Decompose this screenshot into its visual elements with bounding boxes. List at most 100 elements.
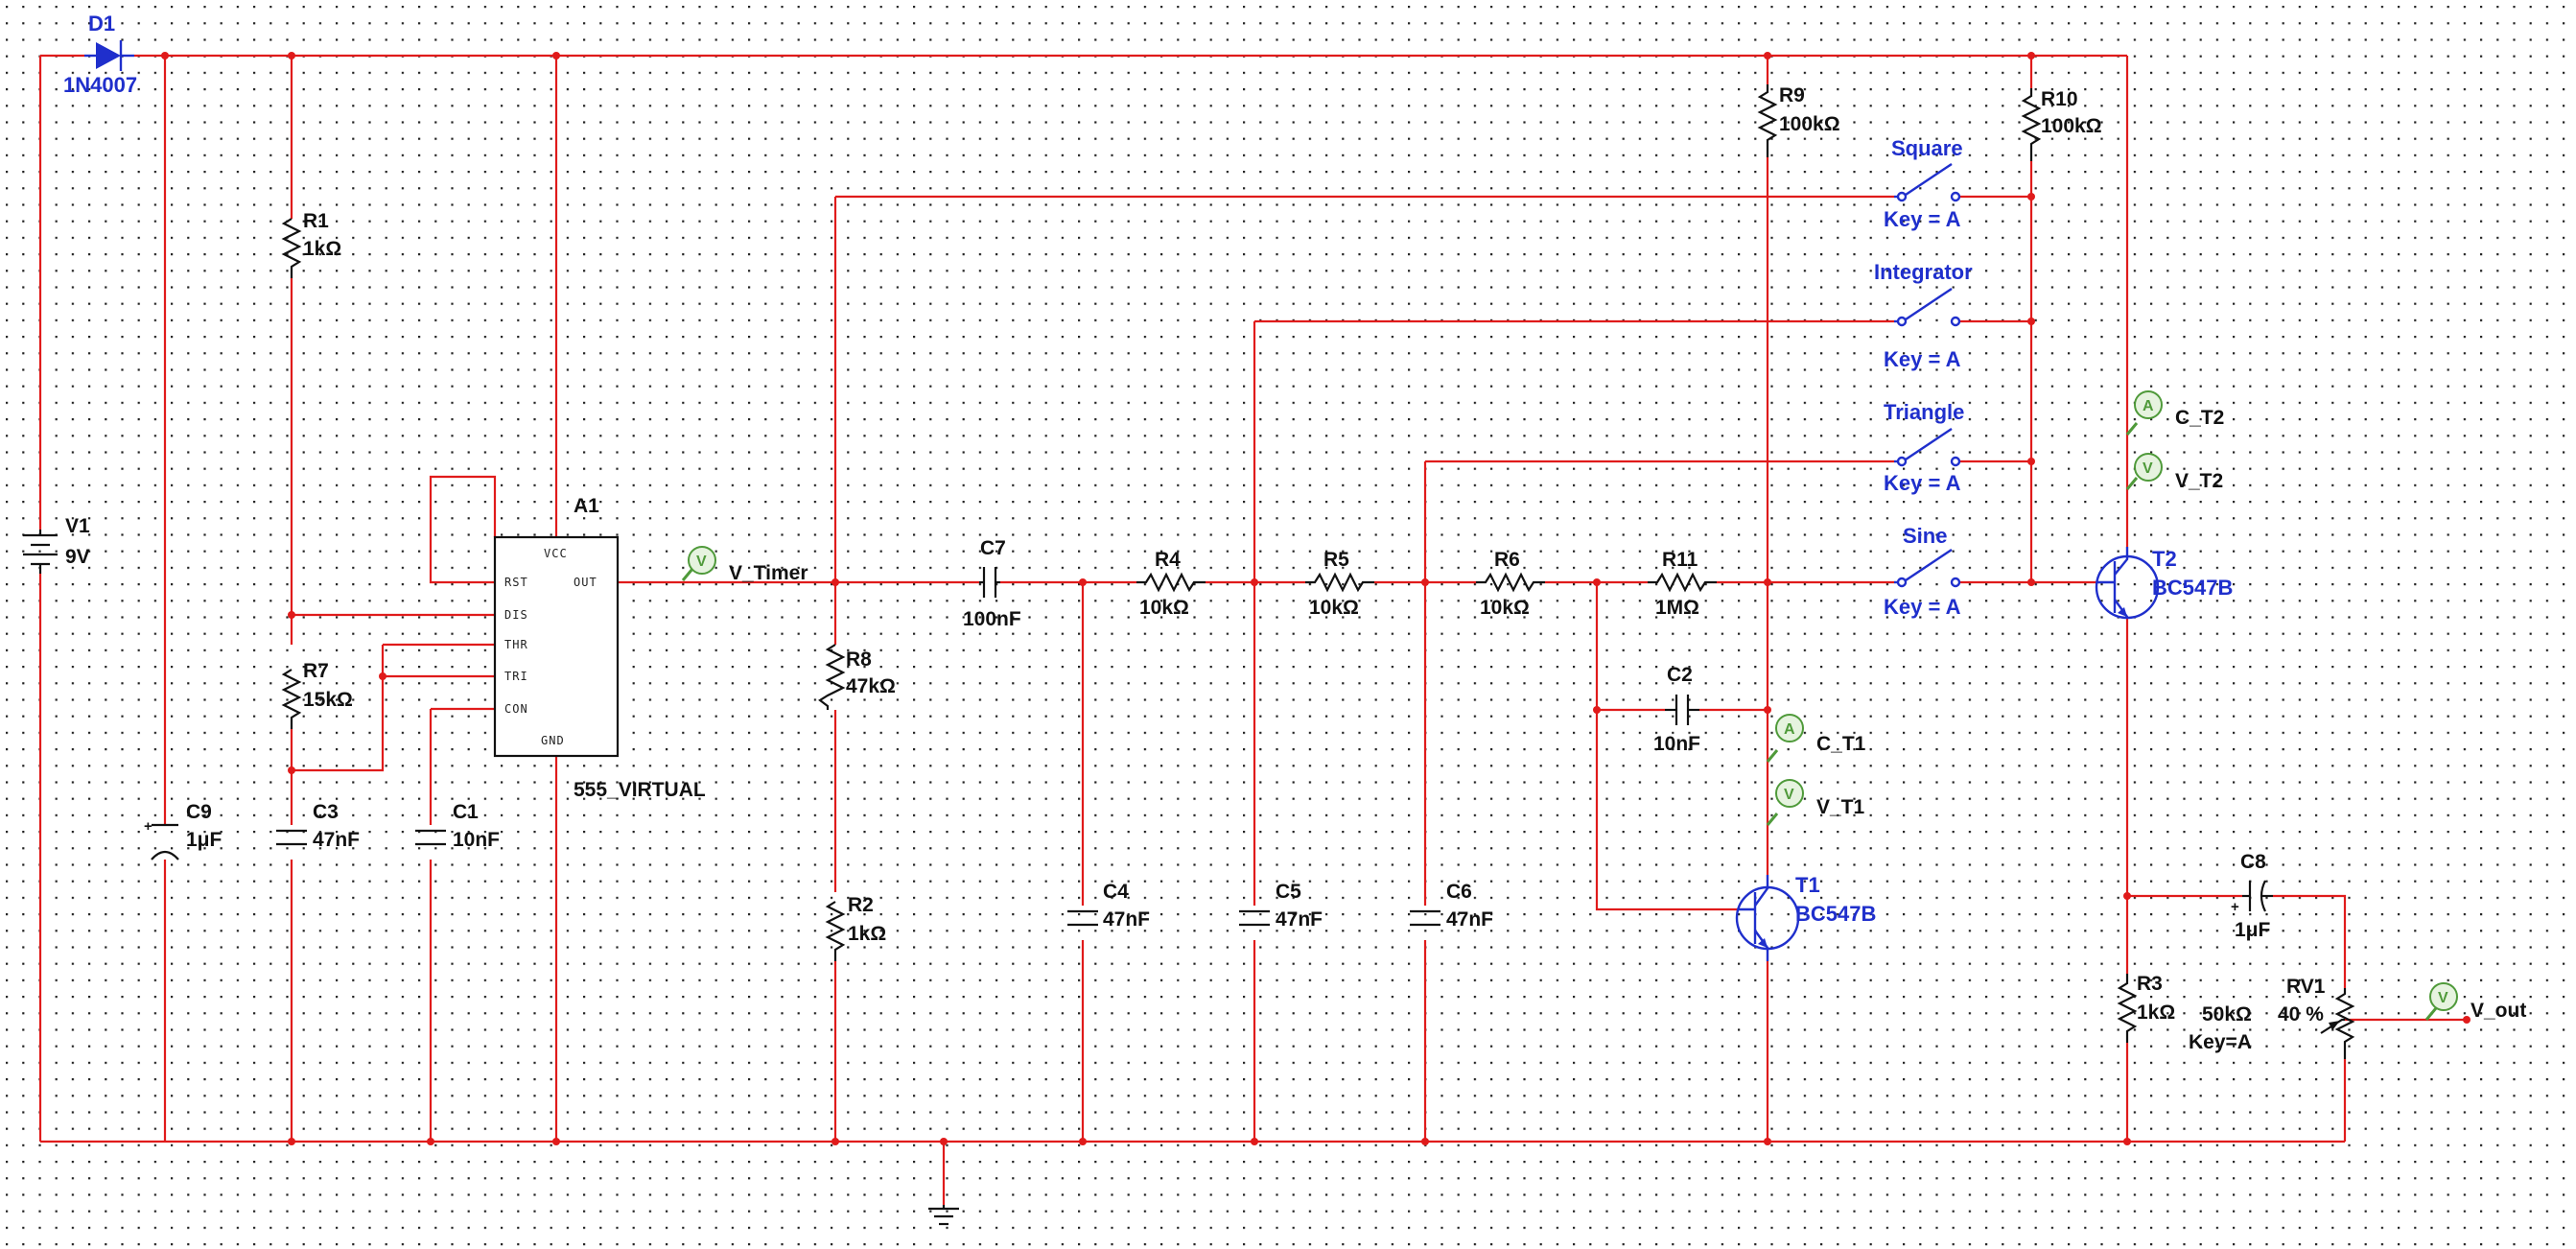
potentiometer-rv1[interactable]: RV1 40 % 50kΩ Key=A	[2189, 976, 2355, 1059]
v1-value: 9V	[65, 546, 90, 568]
switch-triangle-key: Key = A	[1884, 471, 1961, 495]
probe-c-t1-type: A	[1784, 721, 1795, 738]
switch-square[interactable]: Square Key = A	[1884, 136, 1963, 231]
r9-value: 100kΩ	[1779, 113, 1840, 135]
c6-ref: C6	[1446, 881, 1472, 903]
resistor-r4[interactable]: R4 10kΩ	[1136, 549, 1206, 619]
c7-ref: C7	[980, 537, 1006, 559]
resistor-r2[interactable]: R2 1kΩ	[825, 894, 886, 961]
switch-sine-name: Sine	[1903, 524, 1947, 548]
resistor-r3[interactable]: R3 1kΩ	[2117, 973, 2175, 1043]
r11-ref: R11	[1662, 549, 1698, 571]
probe-v-timer-type: V	[696, 554, 707, 570]
r8-ref: R8	[846, 648, 872, 671]
capacitor-c4[interactable]: C4 47nF	[1067, 881, 1150, 931]
probe-v-t1-type: V	[1784, 787, 1794, 803]
probe-c-t2[interactable]: A	[2125, 390, 2163, 436]
probe-v-t2[interactable]: V	[2125, 453, 2163, 490]
probe-c-t1[interactable]: A	[1766, 714, 1804, 763]
r9-ref: R9	[1779, 84, 1805, 106]
svg-text:+: +	[2231, 899, 2239, 915]
battery-v1[interactable]: V1 9V	[23, 515, 90, 574]
c5-value: 47nF	[1276, 908, 1323, 931]
c2-ref: C2	[1667, 664, 1693, 686]
capacitor-c2[interactable]: C2 10nF	[1653, 664, 1700, 755]
transistor-t2[interactable]: T2 BC547B	[2095, 547, 2233, 620]
capacitor-c3[interactable]: C3 47nF	[276, 801, 360, 851]
r3-ref: R3	[2137, 973, 2163, 995]
probe-v-t1[interactable]: V	[1766, 779, 1804, 826]
ground-symbol	[928, 1205, 959, 1226]
rv1-value: 50kΩ	[2202, 1003, 2252, 1025]
t2-value: BC547B	[2152, 576, 2233, 600]
c3-value: 47nF	[313, 829, 360, 851]
probe-v-timer-label: V_Timer	[729, 562, 808, 584]
capacitor-c5[interactable]: C5 47nF	[1239, 881, 1323, 931]
resistor-r1[interactable]: R1 1kΩ	[281, 210, 341, 278]
switch-triangle-name: Triangle	[1884, 400, 1964, 424]
probe-v-out-type: V	[2438, 990, 2448, 1006]
r2-ref: R2	[848, 894, 874, 916]
switch-sine[interactable]: Sine Key = A	[1884, 524, 1961, 619]
resistor-r5[interactable]: R5 10kΩ	[1305, 549, 1374, 619]
resistor-r7[interactable]: R7 15kΩ	[281, 660, 353, 729]
pin-tri: TRI	[504, 670, 528, 683]
pin-gnd: GND	[541, 734, 565, 747]
pin-thr: THR	[504, 638, 528, 651]
probe-v-t1-label: V_T1	[1816, 796, 1865, 818]
pin-con: CON	[504, 702, 528, 716]
r5-value: 10kΩ	[1309, 597, 1359, 619]
r7-value: 15kΩ	[303, 689, 353, 711]
c6-value: 47nF	[1446, 908, 1493, 931]
c5-ref: C5	[1276, 881, 1301, 903]
resistor-r9[interactable]: R9 100kΩ	[1757, 84, 1840, 157]
switch-sine-key: Key = A	[1884, 595, 1961, 619]
capacitor-c9[interactable]: + C9 1μF	[144, 801, 222, 860]
r10-value: 100kΩ	[2041, 115, 2102, 137]
pin-dis: DIS	[504, 608, 528, 622]
c7-value: 100nF	[963, 608, 1021, 630]
c1-ref: C1	[453, 801, 479, 823]
capacitor-c1[interactable]: C1 10nF	[415, 801, 500, 851]
r6-value: 10kΩ	[1480, 597, 1530, 619]
wires	[38, 54, 2467, 1205]
r7-ref: R7	[303, 660, 329, 682]
capacitor-c6[interactable]: C6 47nF	[1410, 881, 1493, 931]
switch-integrator[interactable]: Integrator Key = A	[1874, 260, 1973, 371]
diode-d1[interactable]: D1 1N4007	[63, 12, 137, 97]
r1-value: 1kΩ	[303, 238, 341, 260]
capacitor-c7[interactable]: C7 100nF	[963, 537, 1021, 630]
r2-value: 1kΩ	[848, 923, 886, 945]
c1-value: 10nF	[453, 829, 500, 851]
t1-ref: T1	[1795, 873, 1820, 897]
ic-555-a1[interactable]: VCC RST OUT DIS THR TRI CON GND A1 555_V…	[493, 495, 706, 801]
probe-c-t1-label: C_T1	[1816, 733, 1866, 755]
rv1-key: Key=A	[2189, 1031, 2252, 1053]
probe-c-t2-label: C_T2	[2175, 407, 2224, 429]
transistor-t1[interactable]: T1 BC547B	[1735, 873, 1876, 961]
switch-square-name: Square	[1891, 136, 1963, 160]
capacitor-c8[interactable]: + C8 1μF	[2231, 851, 2273, 941]
r11-value: 1MΩ	[1655, 597, 1699, 619]
c8-value: 1μF	[2235, 919, 2271, 941]
probe-v-out[interactable]: V	[2424, 982, 2458, 1021]
resistor-r8[interactable]: R8 47kΩ	[818, 644, 896, 710]
v1-ref: V1	[65, 515, 90, 537]
switch-integrator-name: Integrator	[1874, 260, 1973, 284]
c3-ref: C3	[313, 801, 339, 823]
a1-model: 555_VIRTUAL	[574, 779, 706, 801]
resistor-r10[interactable]: R10 100kΩ	[2021, 88, 2102, 161]
c4-ref: C4	[1103, 881, 1129, 903]
resistor-r6[interactable]: R6 10kΩ	[1476, 549, 1545, 619]
c9-ref: C9	[186, 801, 212, 823]
probe-v-t2-label: V_T2	[2175, 470, 2223, 492]
c8-ref: C8	[2240, 851, 2266, 873]
probe-v-timer[interactable]: V	[681, 546, 716, 581]
probe-v-out-label: V_out	[2471, 1000, 2526, 1022]
resistor-r11[interactable]: R11 1MΩ	[1648, 549, 1717, 619]
d1-ref: D1	[88, 12, 115, 35]
pin-vcc: VCC	[544, 547, 568, 560]
switch-triangle[interactable]: Triangle Key = A	[1884, 400, 1964, 495]
d1-value: 1N4007	[63, 73, 137, 97]
